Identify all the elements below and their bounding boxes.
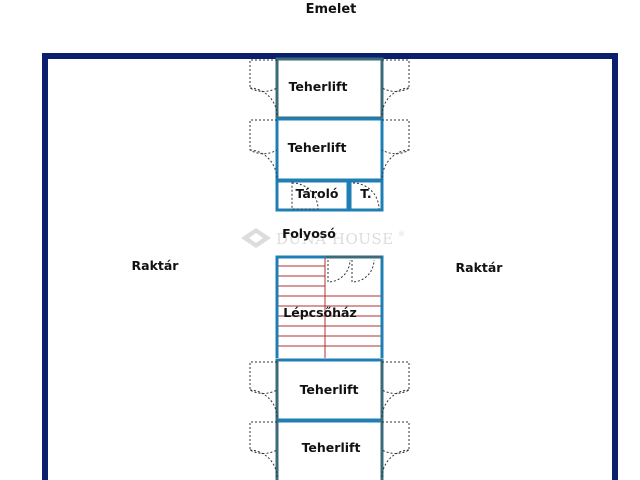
teherlift-3-label: Teherlift (300, 382, 359, 397)
raktar-left-label: Raktár (132, 258, 180, 273)
svg-text:®: ® (398, 230, 405, 238)
door-arcs-lower-right (381, 361, 410, 479)
door-arcs-lower-left (249, 361, 278, 479)
raktar-right-label: Raktár (456, 260, 504, 275)
lepcsohaz-label: Lépcsőház (283, 305, 356, 320)
watermark-logo-icon (241, 228, 271, 248)
watermark-text: DUNA HOUSE (276, 230, 394, 248)
door-arcs-upper-left (249, 59, 278, 181)
teherlift-4-label: Teherlift (302, 440, 361, 455)
tarolo-label: Tároló (296, 186, 339, 201)
teherlift-2-label: Teherlift (288, 140, 347, 155)
watermark: DUNA HOUSE ® (241, 228, 405, 248)
tarolo-room (275, 179, 350, 212)
t-label: T. (360, 186, 371, 201)
staircase (275, 255, 384, 358)
door-arcs-upper-right (381, 59, 410, 181)
plan-title: Emelet (306, 2, 357, 17)
outer-wall (42, 53, 618, 480)
teherlift-1-label: Teherlift (289, 79, 348, 94)
folyoso-label: Folyosó (282, 226, 336, 241)
stair-treads (277, 258, 382, 358)
stair-door-arc-icon (327, 259, 375, 283)
door-arcs-storage (291, 182, 380, 210)
t-room (348, 179, 384, 212)
